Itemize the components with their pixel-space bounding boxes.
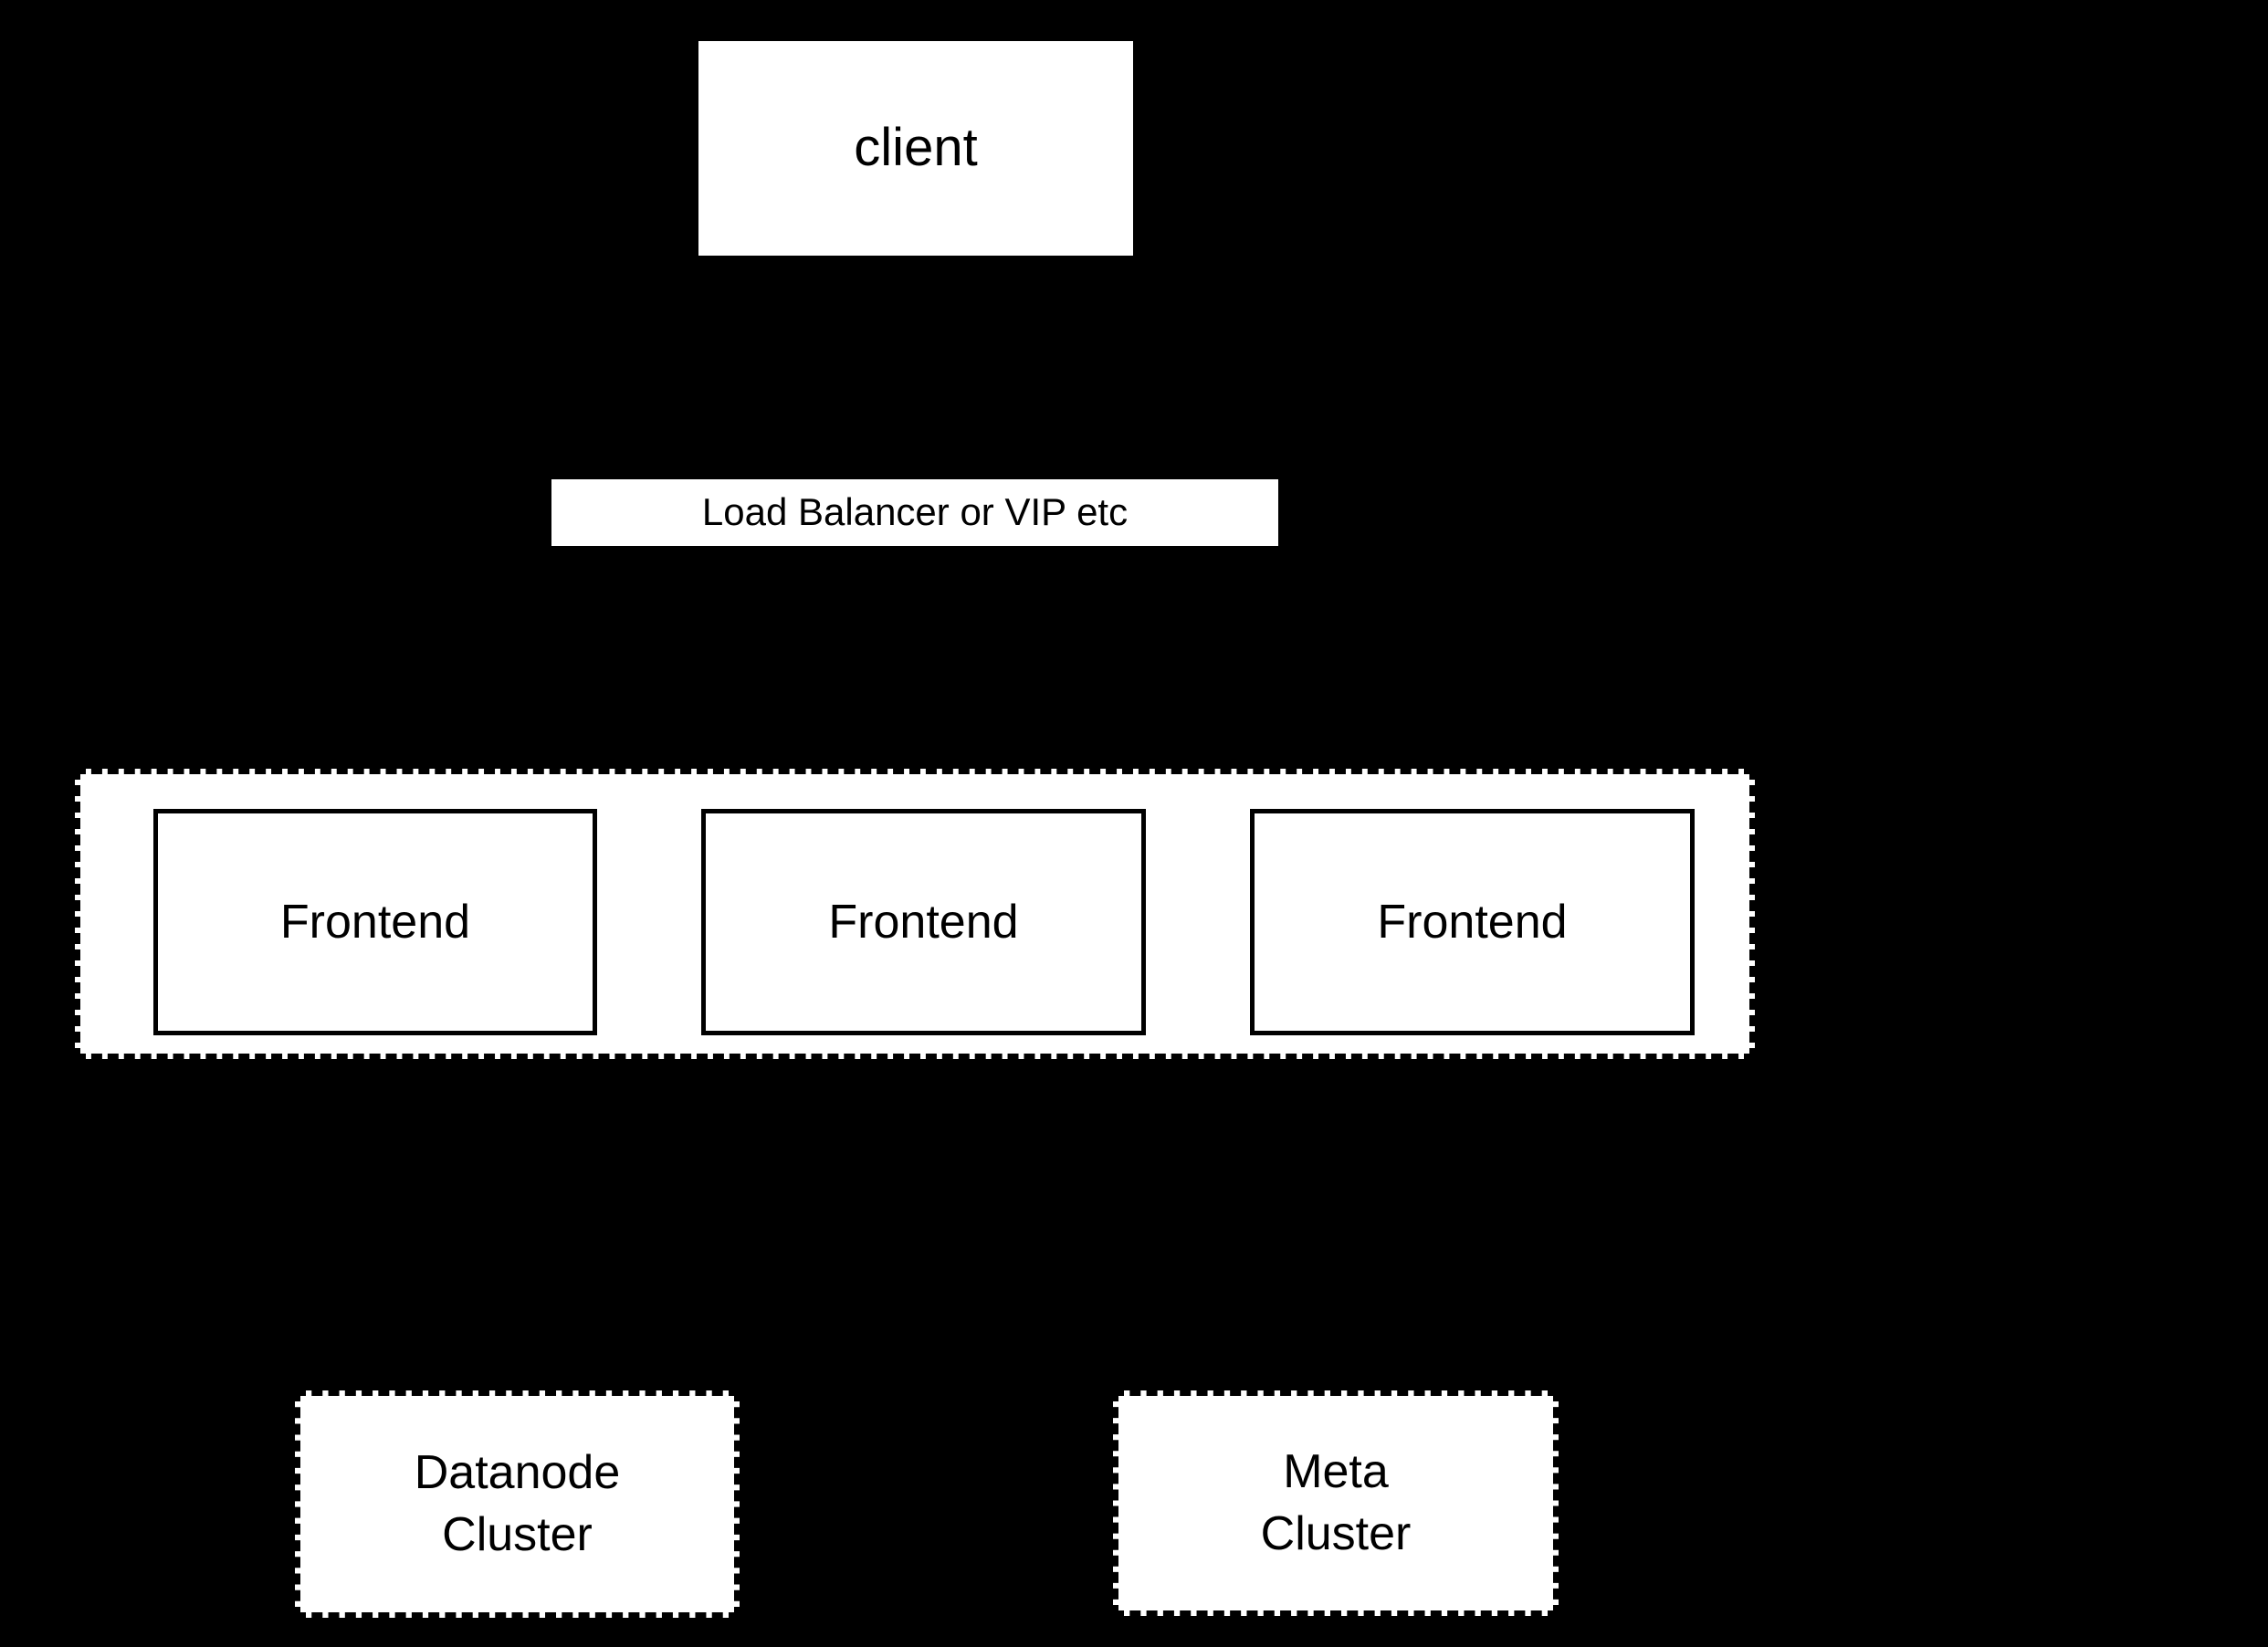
frontend-node-3[interactable]: Frontend — [1250, 809, 1695, 1035]
frontend-cluster-group: Frontend Frontend Frontend — [75, 769, 1755, 1059]
frontend-node-1[interactable]: Frontend — [153, 809, 597, 1035]
client-node[interactable]: client — [698, 41, 1133, 256]
frontend-node-2[interactable]: Frontend — [701, 809, 1146, 1035]
load-balancer-node[interactable]: Load Balancer or VIP etc — [551, 479, 1278, 546]
meta-cluster-node[interactable]: Meta Cluster — [1113, 1390, 1559, 1616]
datanode-cluster-node[interactable]: Datanode Cluster — [295, 1390, 740, 1618]
